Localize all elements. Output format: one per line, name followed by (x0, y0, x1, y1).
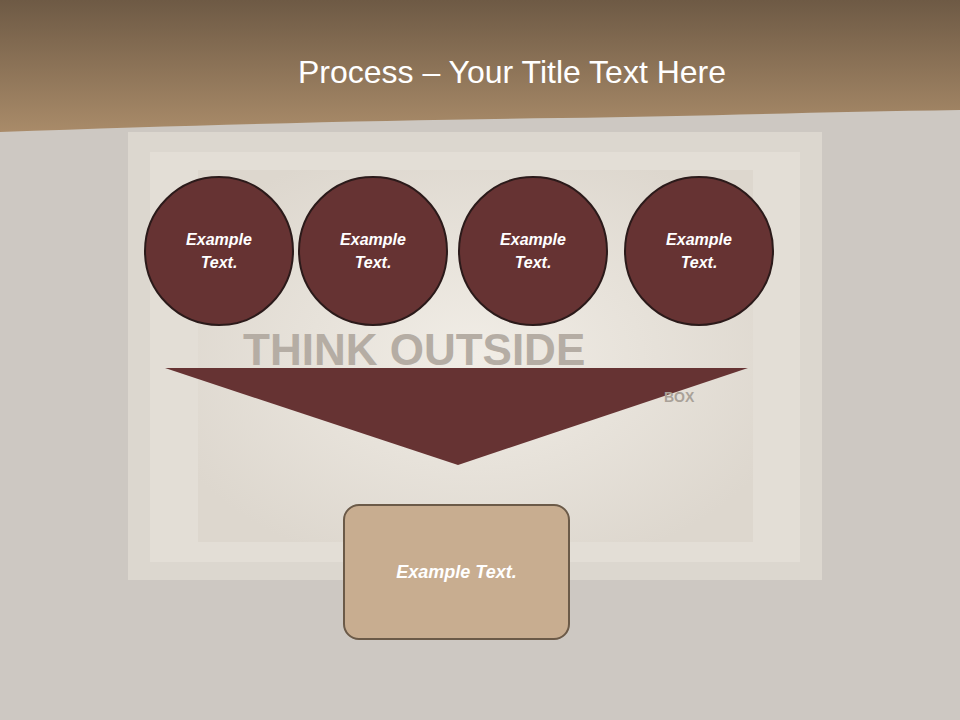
node-text: Example Text. (331, 228, 415, 274)
circle-outline (298, 176, 448, 326)
circle-outline (144, 176, 294, 326)
circle-shape (625, 177, 773, 325)
node-text: Example Text. (396, 559, 516, 585)
result-box: Example Text. (343, 504, 570, 640)
node-text: Example Text. (491, 228, 575, 274)
process-circle: Example Text. (298, 176, 448, 326)
circle-shape (299, 177, 447, 325)
node-text: Example Text. (177, 228, 261, 274)
circle-shape (145, 177, 293, 325)
process-circle: Example Text. (144, 176, 294, 326)
slide-title: Process – Your Title Text Here (0, 56, 960, 88)
node-text: Example Text. (657, 228, 741, 274)
watermark-text: BOX (664, 390, 694, 404)
process-circle: Example Text. (624, 176, 774, 326)
funnel-triangle (165, 368, 748, 465)
circle-shape (459, 177, 607, 325)
title-band (0, 0, 960, 132)
circle-outline (458, 176, 608, 326)
watermark-text: THINK OUTSIDE (243, 328, 585, 372)
circle-outline (624, 176, 774, 326)
process-circle: Example Text. (458, 176, 608, 326)
